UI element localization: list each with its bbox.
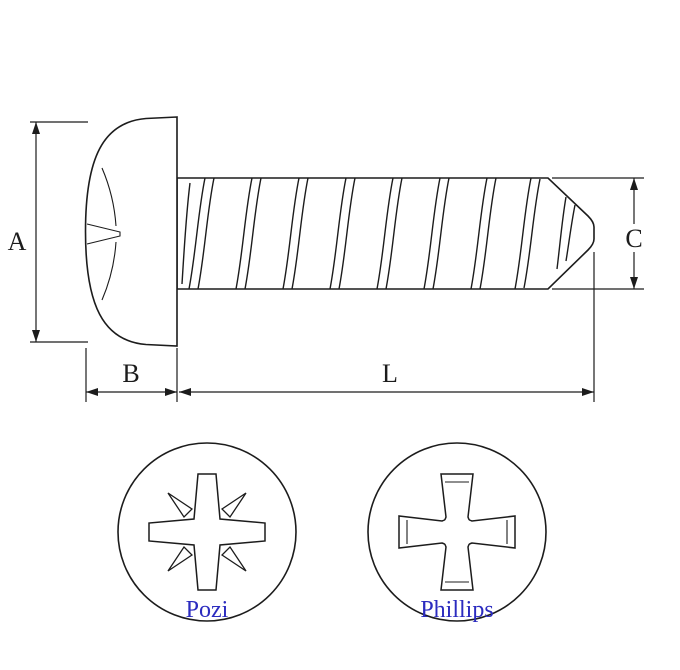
- arrowhead-right: [582, 388, 594, 396]
- thread-crest: [181, 182, 191, 285]
- screw-side-view: [84, 116, 595, 347]
- dimension-a-label: A: [8, 227, 27, 256]
- thread-crest: [338, 177, 356, 290]
- pozi-tick-icon: [167, 545, 194, 572]
- pozi-tick-icon: [220, 492, 247, 519]
- thread-crest-tip: [556, 196, 567, 270]
- arrowhead-up: [630, 178, 638, 190]
- screw-shank-threads: [176, 177, 595, 290]
- thread-crest: [423, 177, 441, 290]
- arrowhead-down: [630, 277, 638, 289]
- pozi-label: Pozi: [186, 597, 229, 623]
- head-outline: [84, 116, 178, 347]
- arrowhead-down: [32, 330, 40, 342]
- thread-crest: [470, 177, 488, 290]
- arrowhead-up: [32, 122, 40, 134]
- pozi-drive-view: Pozi: [117, 442, 297, 623]
- pozi-recess-icon: [148, 473, 266, 591]
- thread-crest: [282, 177, 300, 290]
- pozi-tick-icon: [167, 492, 194, 519]
- phillips-cross-outline: [398, 473, 516, 591]
- thread-crest: [523, 178, 541, 289]
- thread-crest: [329, 177, 347, 290]
- arrowhead-left: [86, 388, 98, 396]
- pozi-tick-icon: [220, 545, 247, 572]
- arrowhead-right: [165, 388, 177, 396]
- dimension-l-label: L: [382, 359, 398, 388]
- head-recess-slot: [86, 223, 121, 245]
- thread-crest: [376, 177, 394, 290]
- dimension-c: C: [552, 177, 644, 290]
- phillips-recess-icon: [398, 473, 516, 591]
- pozi-cross-outline: [148, 473, 266, 591]
- dimension-b-label: B: [122, 359, 139, 388]
- thread-crest: [432, 177, 450, 290]
- thread-crest: [235, 177, 253, 290]
- thread-crest: [479, 177, 497, 290]
- dimension-c-label: C: [625, 224, 642, 253]
- thread-crest: [291, 177, 309, 290]
- thread-crest: [244, 177, 262, 290]
- dimension-b: B: [85, 348, 178, 402]
- thread-crest: [385, 177, 403, 290]
- thread-crest: [188, 177, 206, 290]
- head-recess-arc-upper: [101, 167, 117, 227]
- arrowhead-left: [179, 388, 191, 396]
- screw-head: [84, 116, 178, 347]
- head-recess-arc-lower: [101, 241, 117, 301]
- phillips-drive-view: Phillips: [367, 442, 547, 623]
- thread-crest-tip: [565, 204, 576, 262]
- thread-crest: [514, 177, 532, 290]
- dimension-l: L: [179, 252, 595, 402]
- thread-crest: [197, 177, 215, 290]
- dimension-a: A: [8, 121, 88, 343]
- phillips-label: Phillips: [420, 597, 493, 623]
